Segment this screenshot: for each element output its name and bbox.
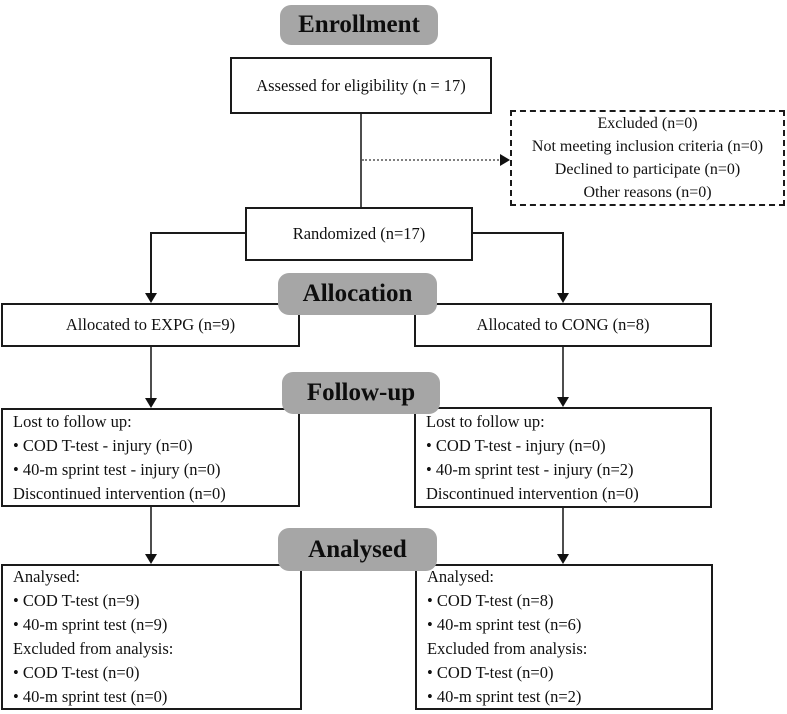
arrow-right-icon xyxy=(500,154,510,166)
allocation-expg-text: Allocated to EXPG (n=9) xyxy=(65,315,236,334)
arrow-down-icon xyxy=(145,398,157,408)
connector-allocation-followup-right xyxy=(562,347,564,397)
followup-expg-line: Discontinued intervention (n=0) xyxy=(13,483,226,503)
followup-cong-line: Discontinued intervention (n=0) xyxy=(426,483,639,503)
enrollment-stage-label: Enrollment xyxy=(298,11,420,38)
analysed-cong-line: Excluded from analysis: xyxy=(427,639,588,658)
analysed-cong-line: • 40-m sprint test (n=6) xyxy=(427,615,582,634)
analysed-cong-line: • COD T-test (n=8) xyxy=(427,591,554,610)
enrollment-stage-badge: Enrollment xyxy=(280,5,438,45)
analysed-cong-line: • COD T-test (n=0) xyxy=(427,663,554,682)
connector-randomized-left-horizontal xyxy=(151,232,245,234)
analysed-stage-label: Analysed xyxy=(308,535,407,563)
followup-expg-line: • 40-m sprint test - injury (n=0) xyxy=(13,459,221,479)
arrow-down-icon xyxy=(145,293,157,303)
connector-allocation-followup-left xyxy=(150,347,152,398)
assessed-text: Assessed for eligibility (n = 17) xyxy=(256,75,466,95)
analysed-expg-line: Excluded from analysis: xyxy=(13,639,174,658)
analysed-expg-line: • COD T-test (n=0) xyxy=(13,663,140,682)
excluded-line: Not meeting inclusion criteria (n=0) xyxy=(531,138,764,155)
followup-stage-label: Follow-up xyxy=(306,379,416,406)
excluded-line: Excluded (n=0) xyxy=(597,115,698,132)
allocation-stage-badge: Allocation xyxy=(278,273,437,315)
allocation-cong-text: Allocated to CONG (n=8) xyxy=(476,315,650,334)
followup-cong-line: • COD T-test - injury (n=0) xyxy=(426,435,606,455)
excluded-line: Other reasons (n=0) xyxy=(583,184,712,201)
allocation-cong-box: Allocated to CONG (n=8) xyxy=(414,303,712,347)
analysed-cong-line: Analysed: xyxy=(427,567,494,586)
connector-randomized-left-vertical xyxy=(150,232,152,294)
analysed-stage-badge: Analysed xyxy=(278,528,437,571)
analysed-expg-line: • 40-m sprint test (n=9) xyxy=(13,615,168,634)
followup-cong-line: • 40-m sprint test - injury (n=2) xyxy=(426,459,634,479)
arrow-down-icon xyxy=(557,554,569,564)
excluded-line: Declined to participate (n=0) xyxy=(554,161,741,178)
analysed-cong-line: • 40-m sprint test (n=2) xyxy=(427,687,582,706)
followup-cong-line: Lost to follow up: xyxy=(426,411,545,431)
analysed-expg-line: • 40-m sprint test (n=0) xyxy=(13,687,168,706)
followup-expg-line: • COD T-test - injury (n=0) xyxy=(13,435,193,455)
followup-expg-box: Lost to follow up: • COD T-test - injury… xyxy=(1,408,300,507)
connector-assessed-randomized xyxy=(360,114,362,207)
followup-cong-box: Lost to follow up: • COD T-test - injury… xyxy=(414,407,712,508)
analysed-expg-box: Analysed: • COD T-test (n=9) • 40-m spri… xyxy=(1,564,302,710)
connector-followup-analysed-right xyxy=(562,508,564,555)
assessed-box: Assessed for eligibility (n = 17) xyxy=(230,57,492,114)
connector-randomized-right-vertical xyxy=(562,232,564,294)
allocation-stage-label: Allocation xyxy=(302,280,413,307)
analysed-expg-line: • COD T-test (n=9) xyxy=(13,591,140,610)
arrow-down-icon xyxy=(145,554,157,564)
randomized-text: Randomized (n=17) xyxy=(292,224,426,243)
randomized-box: Randomized (n=17) xyxy=(245,207,473,261)
excluded-box: Excluded (n=0) Not meeting inclusion cri… xyxy=(510,110,785,206)
analysed-cong-box: Analysed: • COD T-test (n=8) • 40-m spri… xyxy=(415,564,713,710)
arrow-down-icon xyxy=(557,397,569,407)
connector-excluded-dotted xyxy=(362,159,503,161)
followup-expg-line: Lost to follow up: xyxy=(13,411,132,431)
allocation-expg-box: Allocated to EXPG (n=9) xyxy=(1,303,300,347)
connector-randomized-right-horizontal xyxy=(473,232,564,234)
connector-followup-analysed-left xyxy=(150,507,152,555)
arrow-down-icon xyxy=(557,293,569,303)
analysed-expg-line: Analysed: xyxy=(13,567,80,586)
followup-stage-badge: Follow-up xyxy=(282,372,440,414)
